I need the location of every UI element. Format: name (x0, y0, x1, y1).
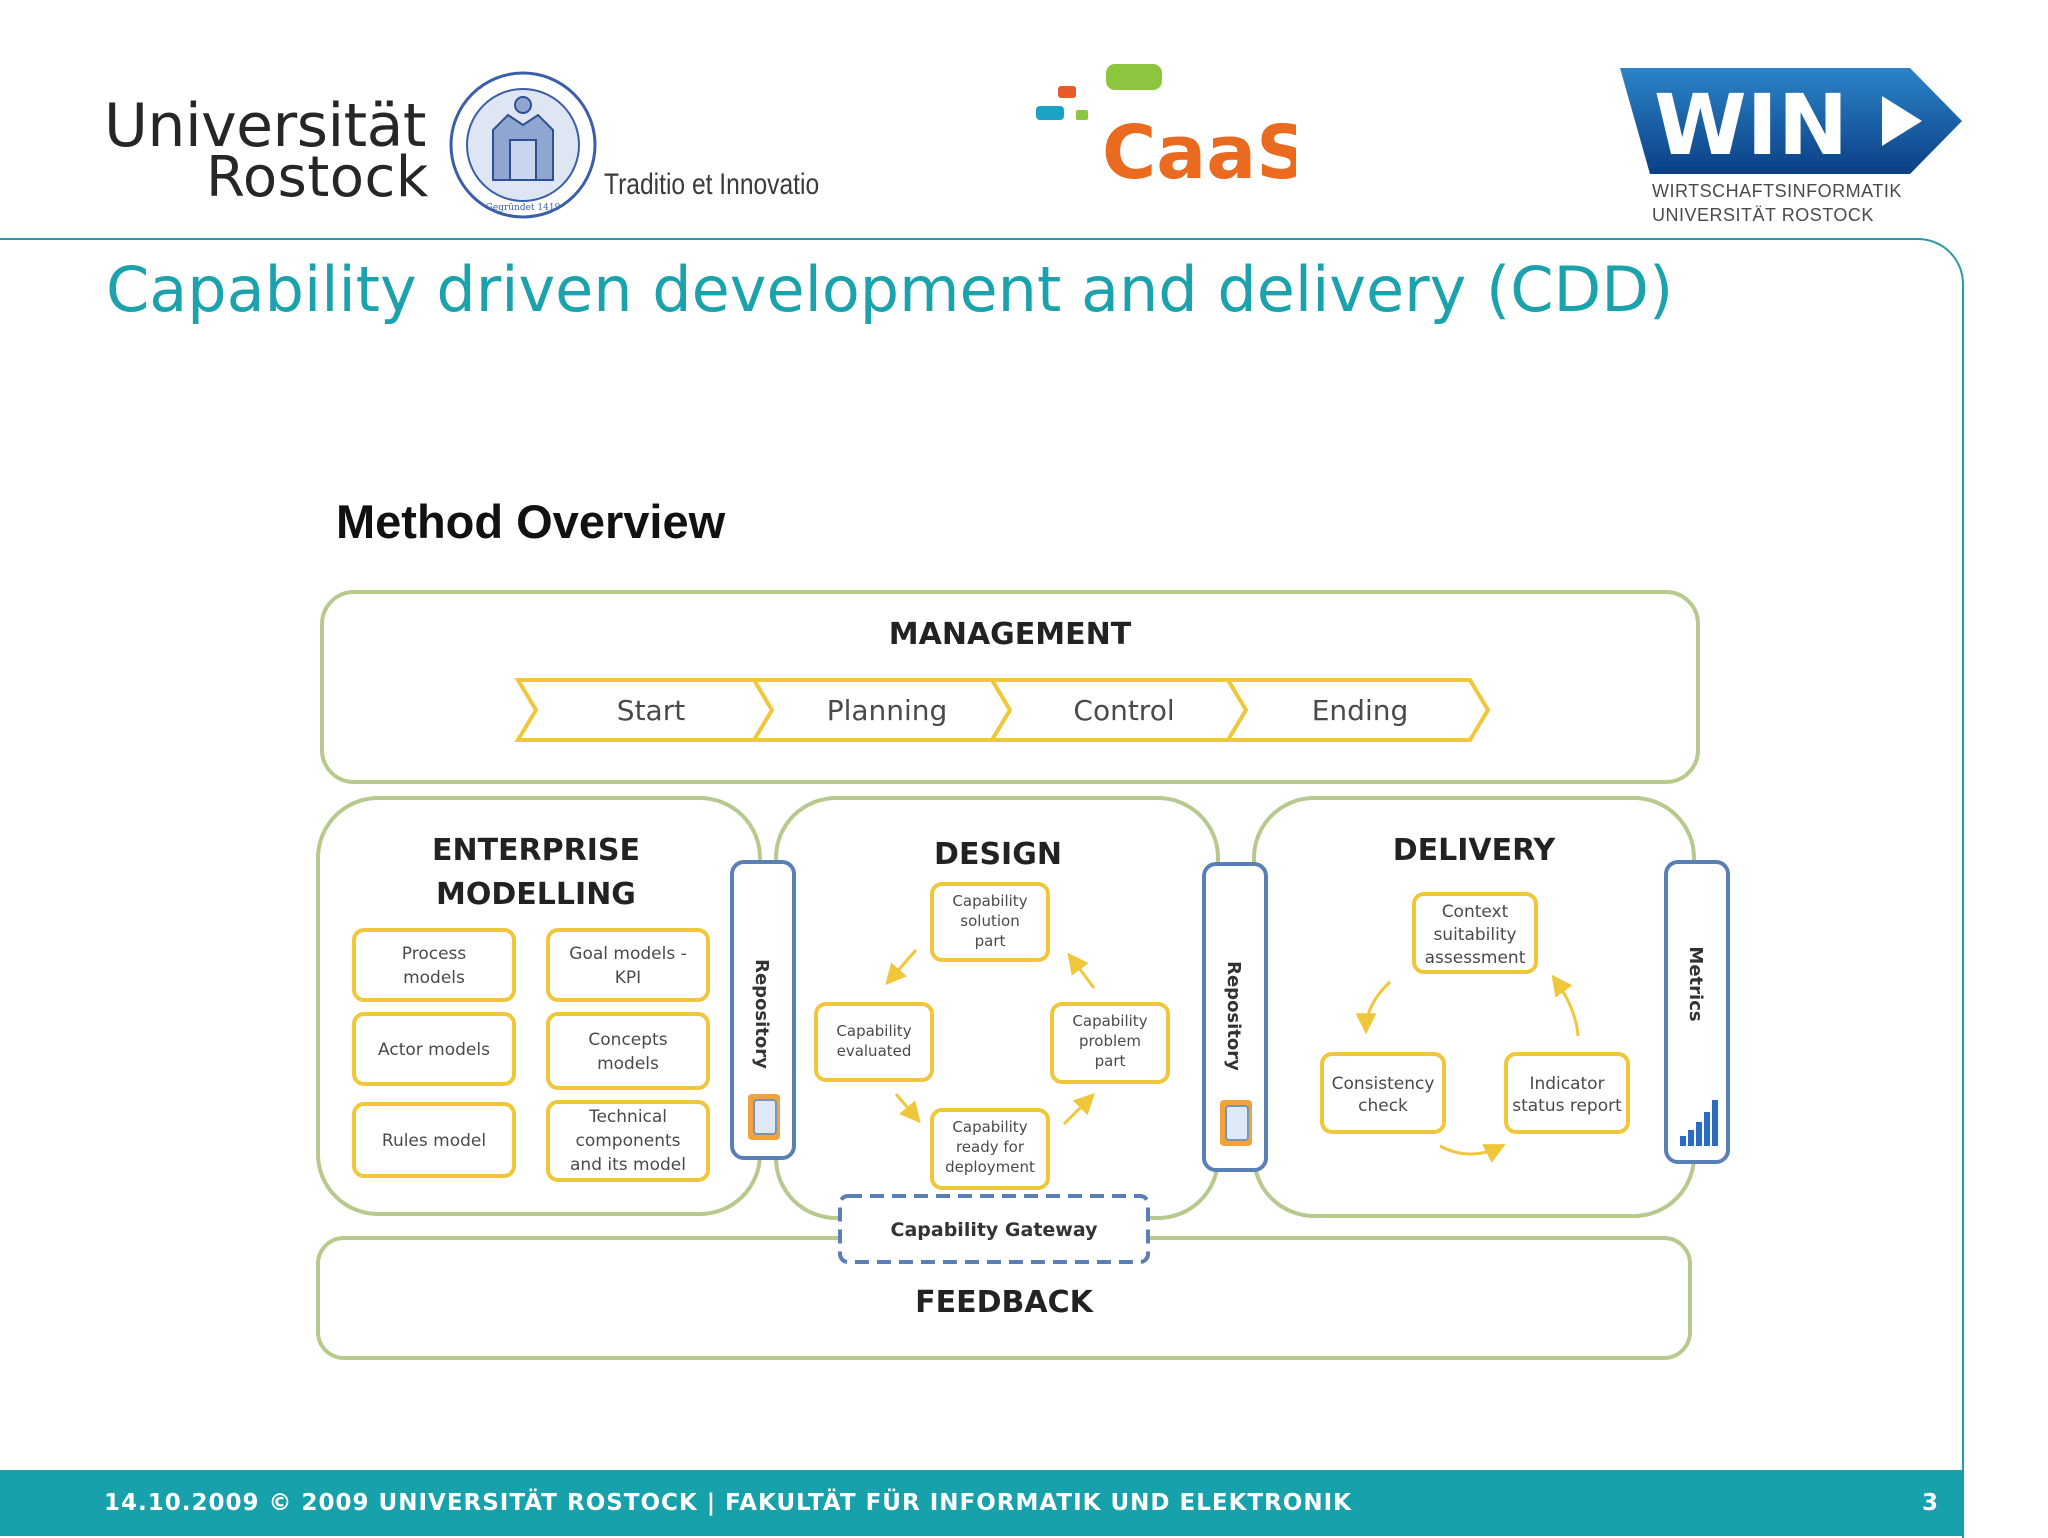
university-name-line1: Universität (104, 91, 426, 161)
delivery-step-indicator (1504, 1052, 1630, 1134)
design-step-problem (1050, 1002, 1170, 1084)
delivery-context-line3: assessment (1425, 948, 1526, 968)
phase-start-label: Start (617, 694, 685, 727)
model-concepts-line1: Concepts (588, 1030, 667, 1050)
phase-ending (1224, 678, 1491, 742)
capability-gateway-label: Capability Gateway (891, 1219, 1099, 1241)
design-ready-line3: deployment (945, 1158, 1035, 1176)
design-step-solution (930, 882, 1050, 962)
delivery-label: DELIVERY (1393, 833, 1557, 868)
model-box-rules (352, 1102, 516, 1178)
model-box-actor (352, 1012, 516, 1086)
delivery-consistency-line2: check (1358, 1096, 1408, 1116)
database-icon (1220, 1100, 1252, 1146)
enterprise-modelling-label-line2: MODELLING (436, 877, 636, 912)
design-arrow-ready-problem (1062, 1093, 1095, 1126)
footer-text: 14.10.2009 © 2009 UNIVERSITÄT ROSTOCK | … (104, 1490, 1352, 1516)
phase-control-label: Control (1073, 694, 1174, 727)
repository-label-2: Repository (1223, 961, 1244, 1071)
delivery-arrow-consistency-indicator (1439, 1144, 1506, 1163)
delivery-indicator-line2: status report (1512, 1096, 1622, 1116)
design-solution-line1: Capability (952, 892, 1027, 910)
method-overview-diagram: MANAGEMENT Start Planning Control Ending… (316, 590, 1730, 1360)
footer-bar (0, 1470, 1964, 1536)
delivery-arrow-indicator-context (1551, 974, 1580, 1037)
delivery-arrow-context-consistency (1355, 980, 1392, 1035)
design-ready-line1: Capability (952, 1118, 1027, 1136)
design-problem-line2: problem (1079, 1032, 1141, 1050)
model-actor-line1: Actor models (378, 1040, 490, 1060)
repository-column-1: Repository (730, 860, 796, 1160)
management-label: MANAGEMENT (889, 617, 1132, 652)
page-number: 3 (1922, 1490, 1939, 1516)
capability-gateway: Capability Gateway (838, 1194, 1150, 1264)
metrics-column: Metrics (1664, 860, 1730, 1164)
model-box-process (352, 928, 516, 1002)
design-step-ready (930, 1108, 1050, 1190)
phase-planning-label: Planning (827, 694, 948, 727)
model-technical-line1: Technical (588, 1107, 667, 1127)
university-motto: Traditio et Innovatio (604, 168, 820, 201)
model-process-line1: Process (402, 944, 467, 964)
win-subtitle-line2: UNIVERSITÄT ROSTOCK (1652, 205, 1874, 225)
repository-label-1: Repository (751, 959, 772, 1069)
design-evaluated-line2: evaluated (837, 1042, 912, 1060)
design-problem-line1: Capability (1072, 1012, 1147, 1030)
model-box-goal (546, 928, 710, 1002)
bar-chart-icon (1680, 1100, 1718, 1146)
design-solution-line2: solution (960, 912, 1019, 930)
design-problem-line3: part (1095, 1052, 1126, 1070)
content-frame (0, 238, 1964, 1538)
design-solution-line3: part (975, 932, 1006, 950)
win-logo-text: WIN (1654, 76, 1848, 174)
win-subtitle-line1: WIRTSCHAFTSINFORMATIK (1652, 181, 1902, 201)
model-goal-line1: Goal models - (569, 944, 686, 964)
delivery-step-context (1412, 892, 1538, 974)
university-seal-icon: Gegründet 1419 (449, 71, 597, 219)
delivery-consistency-line1: Consistency (1332, 1074, 1435, 1094)
database-icon (748, 1094, 780, 1140)
design-arrow-solution-evaluated (885, 949, 918, 986)
delivery-context-line2: suitability (1433, 925, 1516, 945)
delivery-context-line1: Context (1442, 902, 1509, 922)
design-arrow-problem-solution (1067, 952, 1096, 989)
slide-title: Capability driven development and delive… (106, 253, 1674, 326)
enterprise-modelling-label-line1: ENTERPRISE (432, 833, 640, 868)
section-title: Method Overview (336, 495, 726, 548)
university-name-line2: Rostock (206, 145, 429, 210)
design-step-evaluated (814, 1002, 934, 1082)
design-label: DESIGN (934, 837, 1062, 872)
metrics-label: Metrics (1685, 946, 1706, 1021)
enterprise-models: Process models Goal models - KPI Actor m… (352, 928, 710, 1182)
design-arrow-evaluated-ready (894, 1093, 921, 1124)
delivery-indicator-line1: Indicator (1529, 1074, 1604, 1094)
seal-text: Gegründet 1419 (486, 203, 561, 213)
model-rules-line1: Rules model (382, 1131, 486, 1151)
phase-ending-label: Ending (1312, 694, 1409, 727)
feedback-label: FEEDBACK (915, 1285, 1094, 1320)
model-technical-line3: and its model (570, 1155, 686, 1175)
model-box-technical (546, 1100, 710, 1182)
caas-logo-text: CaaS (1102, 110, 1296, 190)
model-goal-line2: KPI (615, 968, 641, 988)
caas-logo: CaaS (1036, 64, 1296, 190)
delivery-step-consistency (1320, 1052, 1446, 1134)
repository-column-2: Repository (1202, 862, 1268, 1172)
model-process-line2: models (403, 968, 465, 988)
design-ready-line2: ready for (956, 1138, 1025, 1156)
model-technical-line2: components (575, 1131, 680, 1151)
win-logo: WIN (1620, 68, 1962, 174)
design-evaluated-line1: Capability (836, 1022, 911, 1040)
model-concepts-line2: models (597, 1054, 659, 1074)
model-box-concepts (546, 1012, 710, 1090)
